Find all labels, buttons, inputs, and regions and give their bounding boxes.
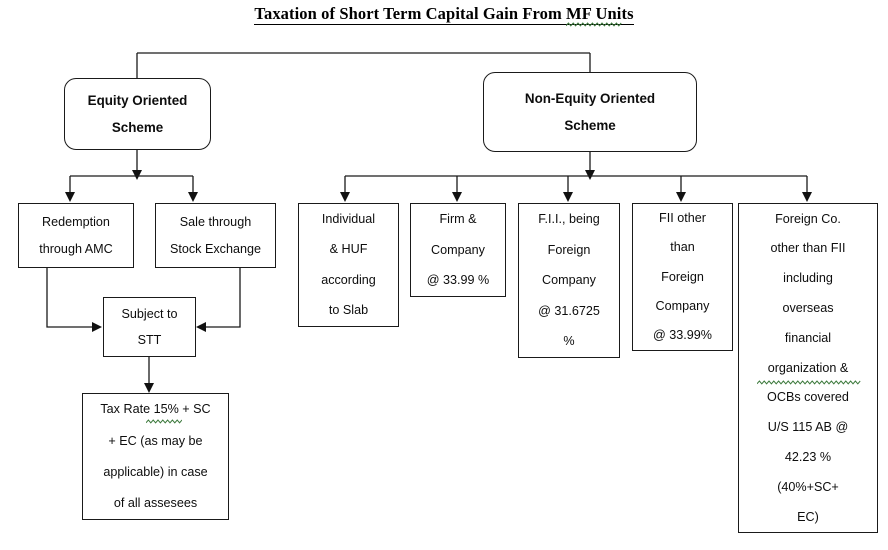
node-fii-other-than-foreign-company[interactable]: FII other than Foreign Company @ 33.99% <box>632 203 733 351</box>
node-line: Stock Exchange <box>169 241 261 256</box>
node-line: Equity Oriented <box>87 92 188 108</box>
node-tax-rate[interactable]: Tax Rate 15% + SC + EC (as may be applic… <box>82 393 229 520</box>
node-line: @ 33.99% <box>653 328 712 343</box>
node-line: than <box>670 240 695 255</box>
node-line: through AMC <box>39 241 113 256</box>
node-line: Firm & <box>439 212 477 227</box>
node-line: of all assesees <box>113 496 198 511</box>
node-line: FII other <box>659 211 706 226</box>
page-title-text: Taxation of Short Term Capital Gain From… <box>254 4 634 25</box>
node-foreign-co-other-than-fii[interactable]: Foreign Co. other than FII including ove… <box>738 203 878 533</box>
node-line: Foreign Co. <box>775 211 841 226</box>
node-line: Sale through <box>179 214 252 229</box>
node-line: EC) <box>797 509 819 524</box>
node-line: OCBs covered <box>767 390 849 405</box>
node-line: % <box>563 334 575 349</box>
node-line: Redemption <box>42 214 110 229</box>
node-line: Foreign <box>547 242 591 257</box>
node-individual-huf[interactable]: Individual & HUF according to Slab <box>298 203 399 327</box>
node-subject-to-stt[interactable]: Subject to STT <box>103 297 196 357</box>
node-sale-through-stock-exchange[interactable]: Sale through Stock Exchange <box>155 203 276 268</box>
node-line: @ 31.6725 <box>538 303 600 318</box>
node-firm-company[interactable]: Firm & Company @ 33.99 % <box>410 203 506 297</box>
node-line: Company <box>542 273 596 288</box>
node-line: Tax Rate 15% + SC <box>100 402 211 417</box>
node-line: Subject to <box>121 306 178 321</box>
page-title: Taxation of Short Term Capital Gain From… <box>0 4 888 25</box>
node-line: STT <box>137 332 162 347</box>
title-spellcheck-squiggle-icon <box>566 22 622 27</box>
node-line: organization & <box>767 360 849 375</box>
node-non-equity-oriented-scheme[interactable]: Non-Equity Oriented Scheme <box>483 72 697 152</box>
node-equity-oriented-scheme[interactable]: Equity Oriented Scheme <box>64 78 211 150</box>
node-line: other than FII <box>770 241 846 256</box>
node-line: according <box>321 272 376 287</box>
node-line: to Slab <box>328 303 369 318</box>
node-line: & HUF <box>329 242 368 257</box>
node-fii-being-foreign-company[interactable]: F.I.I., being Foreign Company @ 31.6725 … <box>518 203 620 358</box>
node-line: Scheme <box>564 118 616 133</box>
node-line: Company <box>431 242 485 257</box>
node-line: Non-Equity Oriented <box>524 90 656 106</box>
node-line: Foreign <box>661 269 704 284</box>
node-line: @ 33.99 % <box>426 273 490 288</box>
node-line: Individual <box>321 211 376 226</box>
node-line: + EC (as may be <box>108 433 203 448</box>
node-line: Company <box>655 298 710 313</box>
node-line: Scheme <box>111 120 164 135</box>
tax-rate-spellcheck-squiggle-icon <box>146 419 182 424</box>
node-redemption-through-amc[interactable]: Redemption through AMC <box>18 203 134 268</box>
node-line: F.I.I., being <box>538 212 600 226</box>
node-line: applicable) in case <box>103 464 208 479</box>
node-line: 42.23 % <box>784 450 832 465</box>
node-line: including <box>783 271 833 286</box>
node-line: U/S 115 AB @ <box>767 420 849 435</box>
foreign-co-spellcheck-squiggle-icon <box>757 380 861 385</box>
node-line: financial <box>784 330 832 345</box>
node-line: (40%+SC+ <box>777 479 839 494</box>
node-line: overseas <box>782 301 834 316</box>
